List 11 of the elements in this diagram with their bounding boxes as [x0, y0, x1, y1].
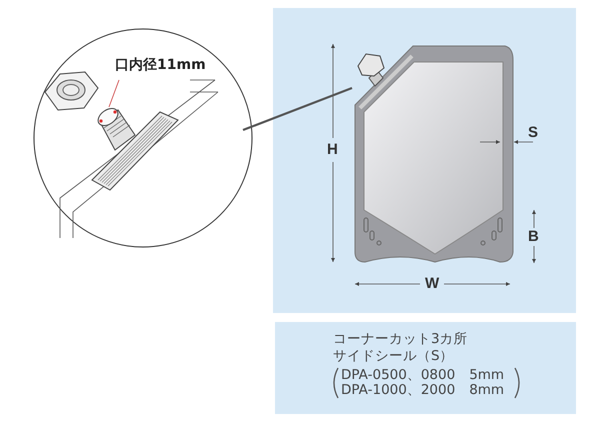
- spec-text: サイドシール（S）: [333, 349, 454, 364]
- spec-text: コーナーカット3カ所: [333, 332, 468, 347]
- spec-panel: [275, 322, 576, 414]
- spec-text: DPA-0500、0800 5mm: [341, 368, 504, 383]
- spec-text: DPA-1000、2000 8mm: [341, 383, 504, 398]
- dimension-label: S: [528, 125, 538, 141]
- dimension-label: H: [327, 142, 338, 158]
- dimension-label: B: [528, 229, 539, 245]
- leader-line: [108, 80, 120, 108]
- dimension-label: W: [425, 276, 440, 292]
- dimension-label: 口内径11mm: [115, 56, 206, 74]
